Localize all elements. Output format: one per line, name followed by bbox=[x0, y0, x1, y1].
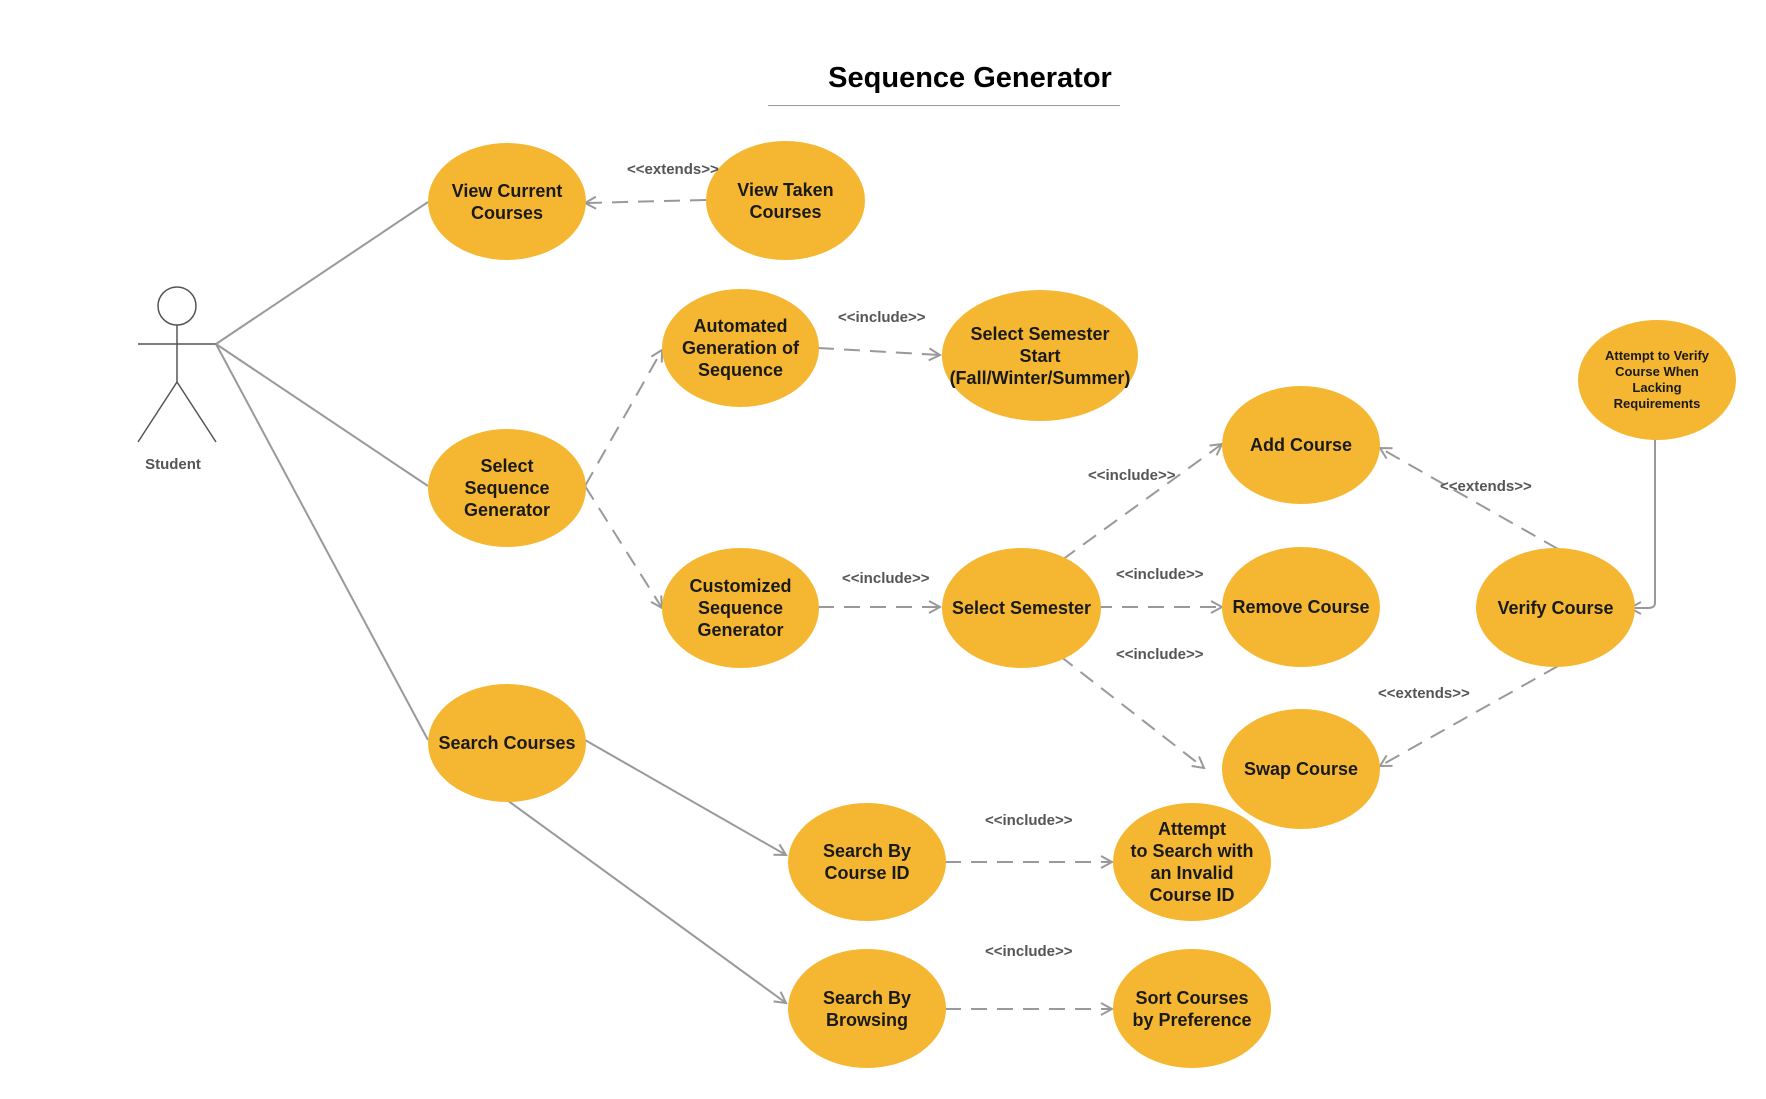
use-case-select-sequence-generator[interactable]: Select Sequence Generator bbox=[428, 429, 586, 547]
label-extends-swap: <<extends>> bbox=[1378, 685, 1470, 702]
label-include-search-id: <<include>> bbox=[985, 812, 1073, 829]
use-case-attempt-verify[interactable]: Attempt to Verify Course When Lacking Re… bbox=[1578, 320, 1736, 440]
use-case-label: Search By Browsing bbox=[822, 987, 912, 1030]
use-case-automated-generation[interactable]: Automated Generation of Sequence bbox=[662, 289, 819, 407]
label-include-custom: <<include>> bbox=[842, 570, 930, 587]
edge-include-swap bbox=[1059, 655, 1204, 768]
label-extends-view: <<extends>> bbox=[627, 161, 719, 178]
use-case-label: Select Sequence Generator bbox=[463, 456, 551, 520]
use-case-label: Swap Course bbox=[1243, 759, 1359, 779]
use-case-search-by-browsing[interactable]: Search By Browsing bbox=[788, 949, 946, 1068]
use-case-customized-sequence-generator[interactable]: Customized Sequence Generator bbox=[662, 548, 819, 668]
assoc-student-view-current bbox=[215, 201, 429, 345]
label-include-add: <<include>> bbox=[1088, 467, 1176, 484]
title-underline bbox=[768, 105, 1120, 106]
use-case-label: Remove Course bbox=[1232, 597, 1370, 617]
edge-select-custom bbox=[584, 485, 662, 608]
edge-extends-add bbox=[1380, 448, 1559, 550]
label-include-swap: <<include>> bbox=[1116, 646, 1204, 663]
use-case-select-semester[interactable]: Select Semester bbox=[942, 548, 1101, 668]
use-case-label: View Taken Courses bbox=[737, 179, 834, 222]
use-case-invalid-course-id[interactable]: Attempt to Search with an Invalid Course… bbox=[1113, 803, 1271, 921]
label-include-remove: <<include>> bbox=[1116, 566, 1204, 583]
use-case-label: Customized Sequence Generator bbox=[689, 576, 792, 640]
use-case-select-semester-start[interactable]: Select Semester Start (Fall/Winter/Summe… bbox=[942, 290, 1138, 421]
actor-figure[interactable] bbox=[137, 286, 217, 443]
actor-head bbox=[157, 286, 197, 326]
assoc-attempt-verify bbox=[1630, 438, 1656, 608]
assoc-search-by-id bbox=[584, 739, 786, 855]
use-case-search-by-course-id[interactable]: Search By Course ID bbox=[788, 803, 946, 921]
actor-right-leg bbox=[176, 381, 217, 443]
use-case-label: Attempt to Search with an Invalid Course… bbox=[1130, 819, 1254, 905]
edge-extends-view bbox=[585, 200, 707, 203]
use-case-label: Search By Course ID bbox=[822, 841, 912, 883]
assoc-student-search bbox=[215, 343, 429, 741]
use-case-label: Add Course bbox=[1249, 435, 1352, 455]
use-case-label: Automated Generation of Sequence bbox=[681, 316, 799, 380]
use-case-label: Verify Course bbox=[1497, 597, 1614, 618]
use-case-label: View Current Courses bbox=[451, 180, 563, 223]
use-case-label: Search Courses bbox=[438, 733, 576, 753]
label-include-auto: <<include>> bbox=[838, 309, 926, 326]
actor-label: Student bbox=[145, 456, 201, 473]
label-extends-add: <<extends>> bbox=[1440, 478, 1532, 495]
use-case-remove-course[interactable]: Remove Course bbox=[1222, 547, 1380, 667]
use-case-search-courses[interactable]: Search Courses bbox=[428, 684, 586, 802]
diagram-title: Sequence Generator bbox=[828, 62, 1112, 94]
edge-include-auto bbox=[817, 347, 940, 355]
edge-include-add bbox=[1061, 444, 1222, 561]
assoc-student-select-seq bbox=[215, 343, 429, 487]
use-case-verify-course[interactable]: Verify Course bbox=[1476, 548, 1635, 667]
use-case-swap-course[interactable]: Swap Course bbox=[1222, 709, 1380, 829]
edge-select-auto bbox=[584, 350, 662, 487]
use-case-label: Select Semester bbox=[951, 598, 1092, 618]
use-case-view-taken-courses[interactable]: View Taken Courses bbox=[706, 141, 865, 260]
use-case-view-current-courses[interactable]: View Current Courses bbox=[428, 143, 586, 260]
assoc-search-by-browse bbox=[506, 799, 786, 1003]
use-case-add-course[interactable]: Add Course bbox=[1222, 386, 1380, 504]
use-case-sort-by-preference[interactable]: Sort Courses by Preference bbox=[1113, 949, 1271, 1068]
actor-left-leg bbox=[137, 381, 178, 443]
use-case-label: Select Semester Start (Fall/Winter/Summe… bbox=[949, 323, 1131, 388]
use-case-label: Attempt to Verify Course When Lacking Re… bbox=[1604, 348, 1709, 411]
use-case-label: Sort Courses by Preference bbox=[1132, 987, 1252, 1030]
label-include-browse: <<include>> bbox=[985, 943, 1073, 960]
edge-extends-swap bbox=[1380, 665, 1559, 766]
